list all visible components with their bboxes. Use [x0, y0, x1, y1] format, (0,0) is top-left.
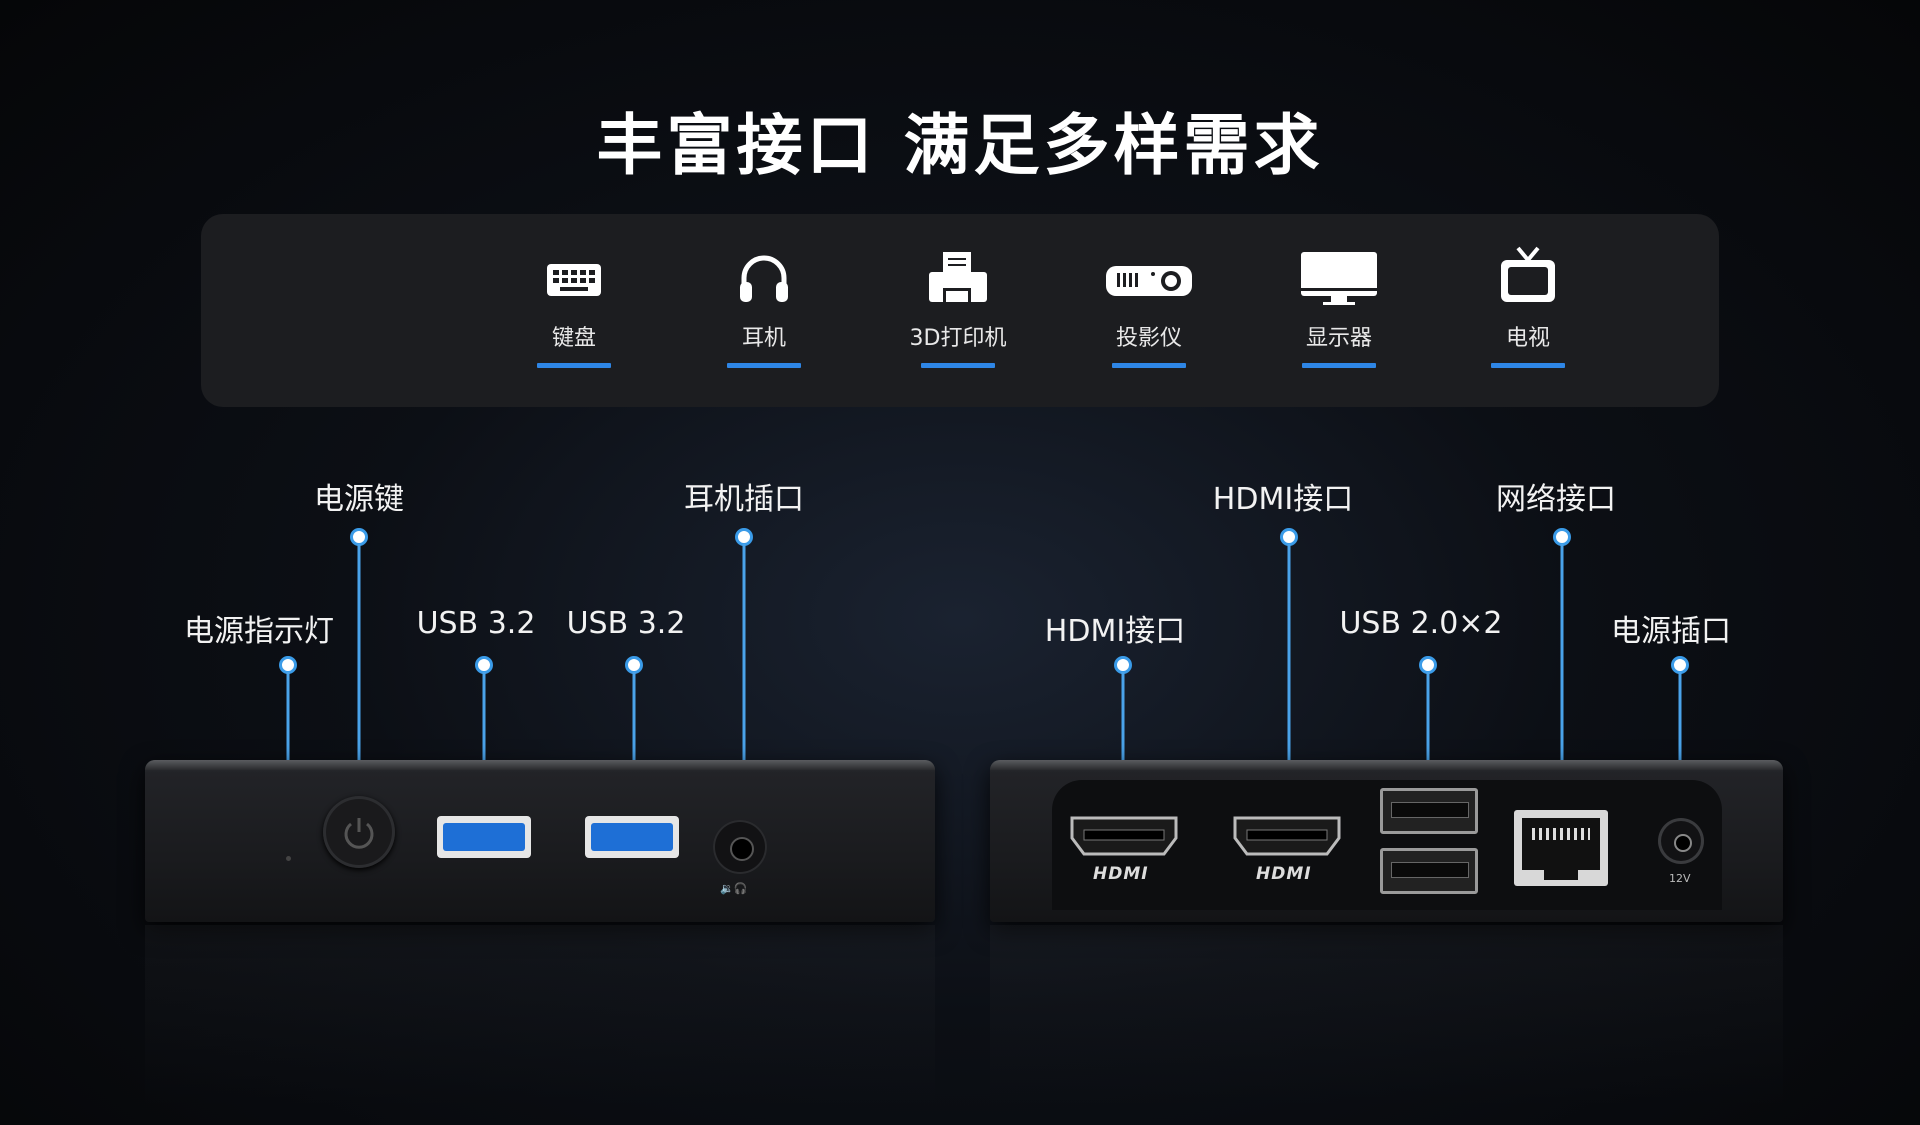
callout-lan: 网络接口: [1496, 482, 1616, 517]
device-label: 耳机: [741, 326, 786, 351]
device-underline: [921, 363, 995, 368]
device-keyboard: 键盘: [479, 214, 669, 407]
reflection: [990, 925, 1783, 1105]
callout-dc-in: 电源插口: [1611, 614, 1731, 649]
callout-audio-jack: 耳机插口: [684, 482, 804, 517]
hdmi-port[interactable]: [1070, 816, 1178, 856]
device-printer: 3D打印机: [863, 214, 1053, 407]
callout-power-led: 电源指示灯: [184, 614, 334, 649]
reflection: [145, 925, 935, 1105]
mini-pc-front: 🔉🎧: [145, 760, 935, 922]
page-title: 丰富接口 满足多样需求: [596, 107, 1324, 184]
callout-hdmi-a: HDMI接口: [1044, 614, 1186, 649]
device-monitor: 显示器: [1244, 214, 1434, 407]
callout-line: [632, 672, 636, 810]
keyboard-icon: [479, 242, 669, 312]
usb-3-2-port[interactable]: [437, 816, 531, 858]
power-led: [286, 856, 291, 861]
device-panel: 键盘 耳机 3D打印机 投影仪 显示: [201, 214, 1719, 407]
audio-jack[interactable]: [713, 820, 767, 874]
callout-line: [742, 544, 746, 824]
callout-line: [1426, 672, 1430, 784]
device-label: 显示器: [1305, 326, 1372, 351]
lan-port[interactable]: [1514, 810, 1608, 886]
callout-line: [1121, 672, 1125, 812]
hdmi-port[interactable]: [1233, 816, 1341, 856]
monitor-icon: [1244, 242, 1434, 312]
dc-rating-label: 12V: [1669, 872, 1691, 885]
audio-jack-icon: 🔉🎧: [720, 882, 748, 895]
callout-usb-b: USB 3.2: [566, 606, 686, 641]
callout-line: [482, 672, 486, 810]
callout-line: [1287, 544, 1291, 812]
projector-icon: [1054, 242, 1244, 312]
hdmi-logo: HDMI: [1093, 864, 1149, 884]
device-underline: [1491, 363, 1565, 368]
headphones-icon: [669, 242, 859, 312]
device-underline: [1302, 363, 1376, 368]
device-tv: 电视: [1433, 214, 1623, 407]
callout-hdmi-b: HDMI接口: [1212, 482, 1354, 517]
power-icon: [344, 818, 374, 849]
device-underline: [727, 363, 801, 368]
callout-line: [1560, 544, 1564, 810]
device-label: 3D打印机: [909, 326, 1007, 351]
printer-icon: [863, 242, 1053, 312]
usb-2-0-port[interactable]: [1380, 788, 1478, 834]
device-underline: [1112, 363, 1186, 368]
device-label: 电视: [1505, 326, 1550, 351]
callout-line: [286, 672, 290, 840]
callout-line: [1678, 672, 1682, 812]
device-label: 键盘: [551, 326, 596, 351]
mini-pc-rear: HDMI HDMI 12V: [990, 760, 1783, 922]
callout-line: [357, 544, 361, 784]
callout-usb-a: USB 3.2: [416, 606, 536, 641]
tv-icon: [1433, 242, 1623, 312]
dc-in-port[interactable]: [1658, 818, 1704, 864]
device-headphones: 耳机: [669, 214, 859, 407]
usb-3-2-port[interactable]: [585, 816, 679, 858]
callout-power-button: 电源键: [314, 482, 404, 517]
device-projector: 投影仪: [1054, 214, 1244, 407]
usb-2-0-port[interactable]: [1380, 848, 1478, 894]
power-button[interactable]: [323, 796, 395, 868]
device-label: 投影仪: [1115, 326, 1182, 351]
device-underline: [537, 363, 611, 368]
hdmi-logo: HDMI: [1256, 864, 1312, 884]
callout-usb2: USB 2.0×2: [1339, 606, 1503, 641]
